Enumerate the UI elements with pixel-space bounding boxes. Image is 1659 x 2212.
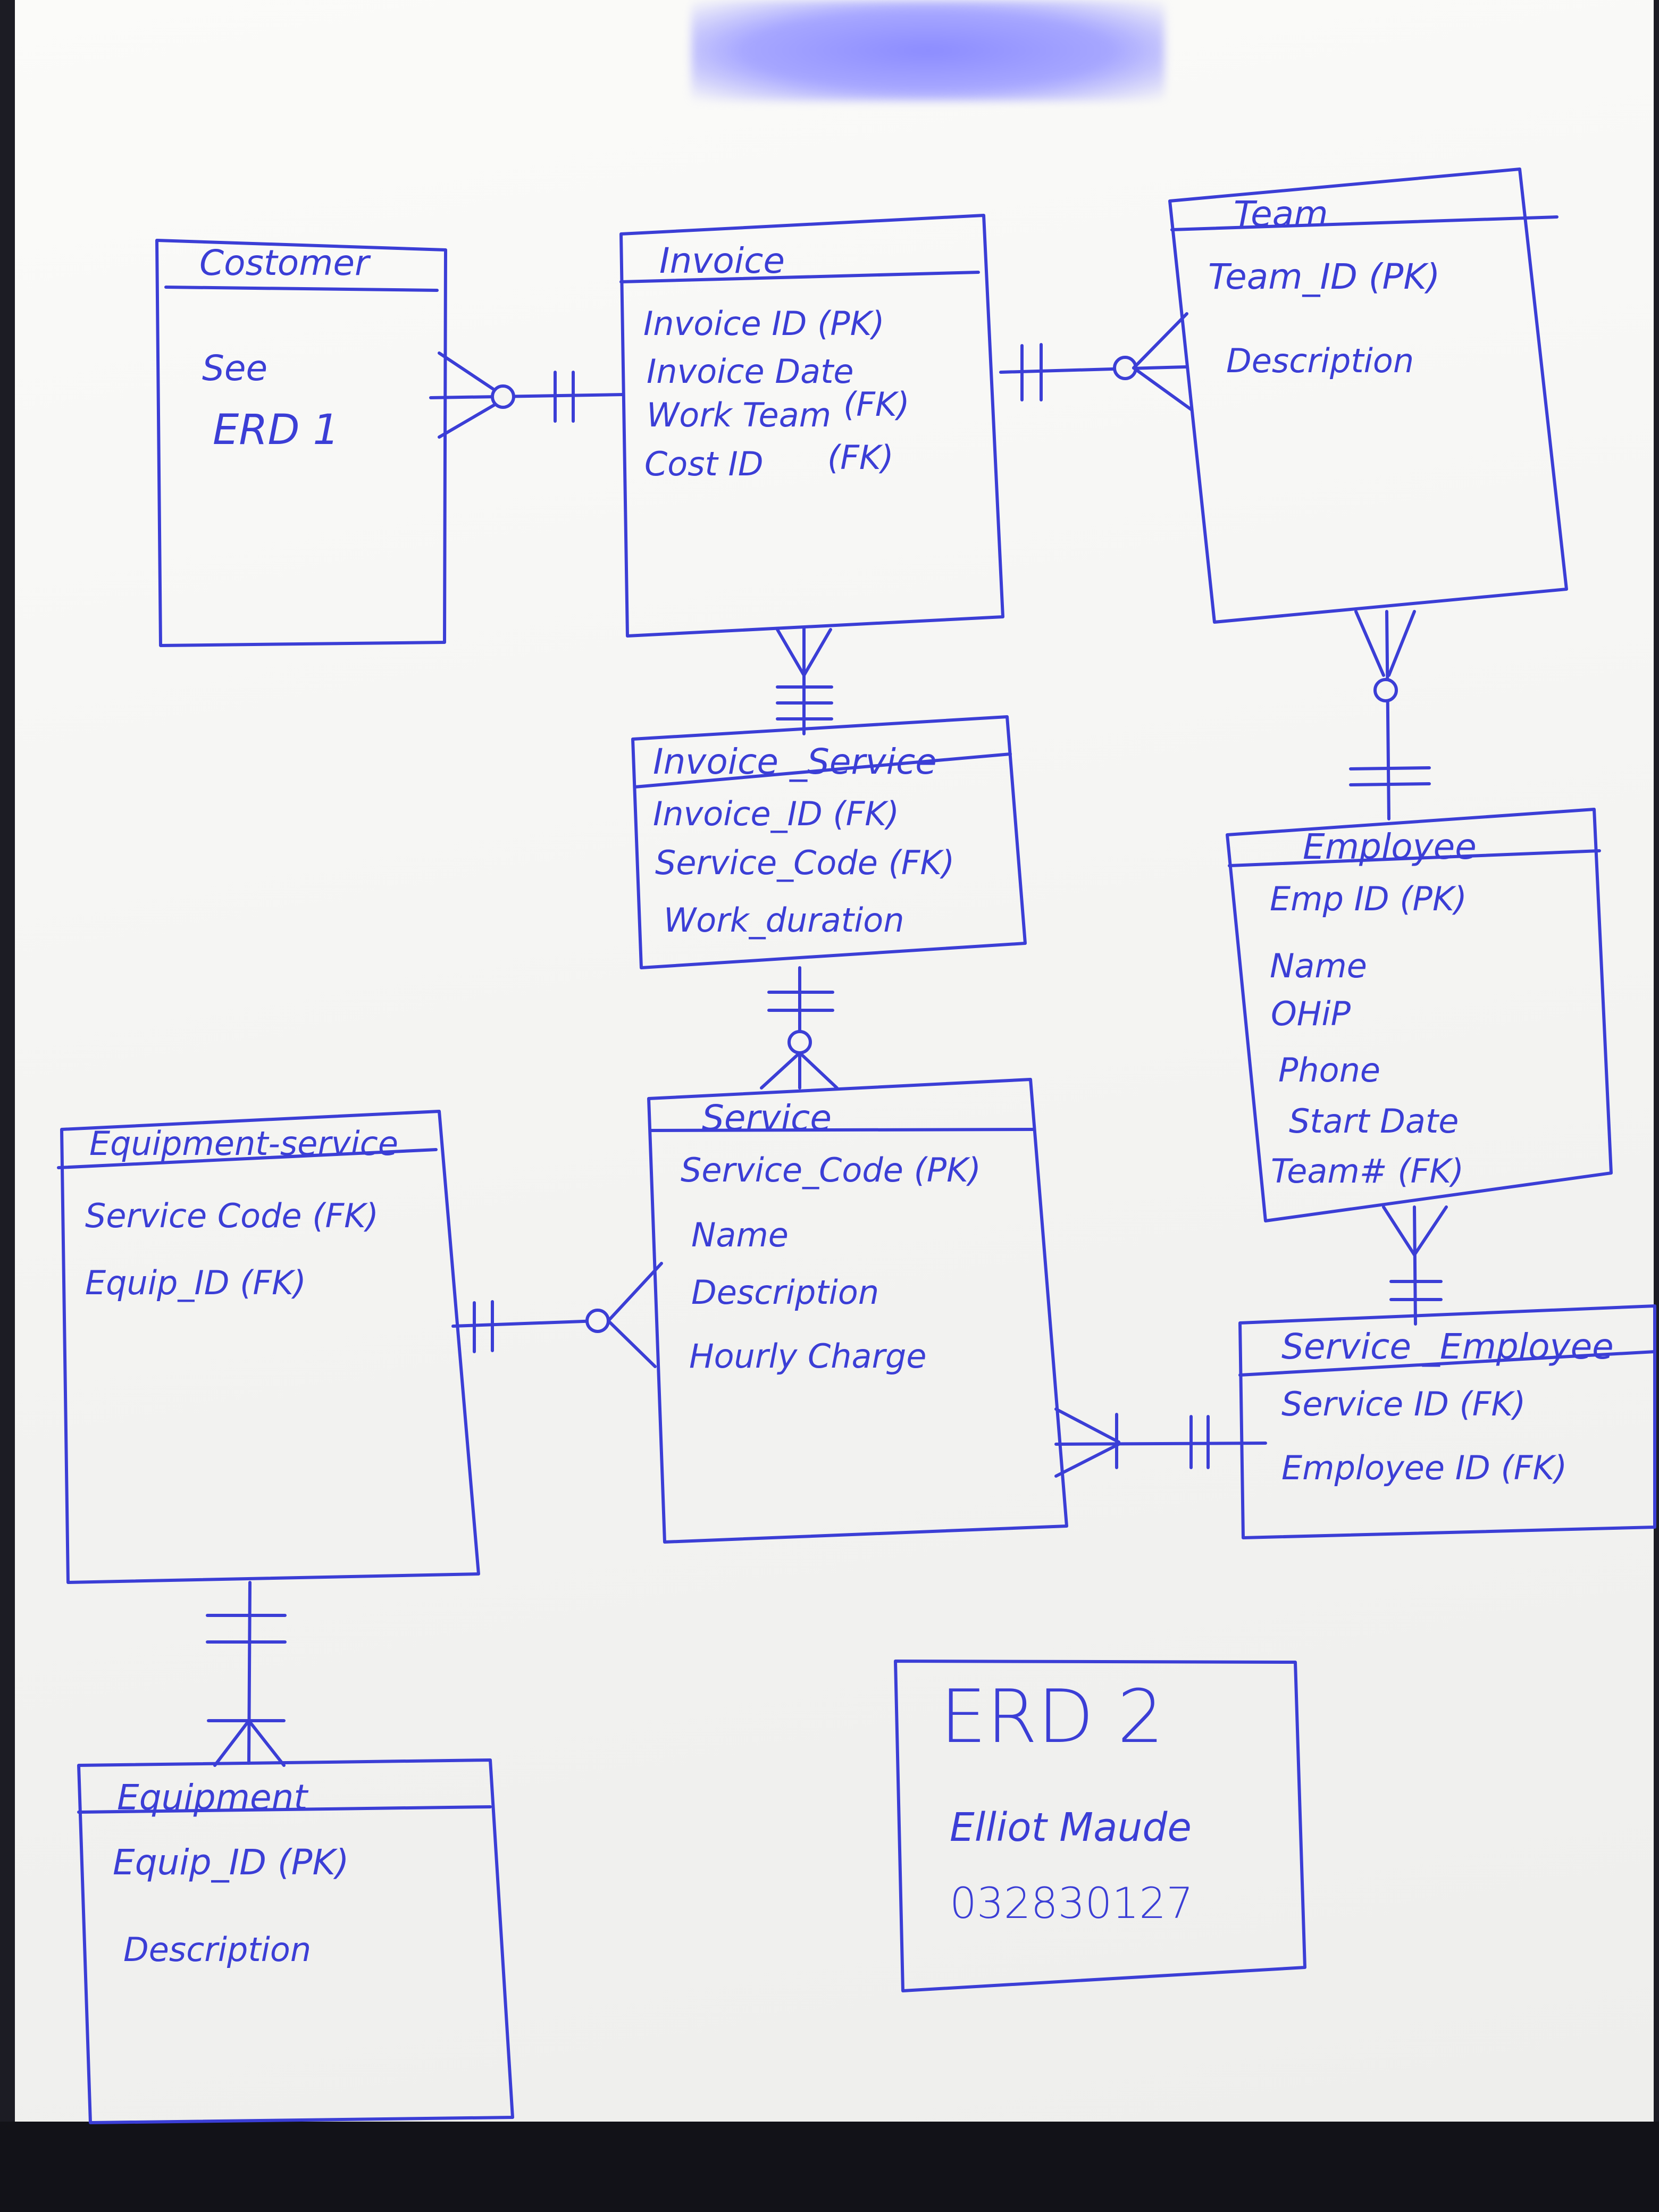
entity-box-invoice xyxy=(619,214,1004,638)
entity-title-customer: Costomer xyxy=(199,242,370,283)
attribute: (FK) xyxy=(843,385,910,424)
customer-note-see: See xyxy=(202,348,268,389)
attribute: Phone xyxy=(1278,1051,1381,1090)
attribute: Team_ID (PK) xyxy=(1208,256,1440,297)
entity-box-equipment xyxy=(77,1758,514,2124)
relationship-employee-service-employee xyxy=(1382,1205,1448,1326)
diagram-title: ERD 2 xyxy=(940,1674,1164,1759)
attribute: Emp ID (PK) xyxy=(1270,879,1467,918)
entity-box-team xyxy=(1168,167,1568,624)
attribute: OHiP xyxy=(1271,994,1351,1033)
attribute: Cost ID xyxy=(644,445,764,483)
author-name: Elliot Maude xyxy=(950,1805,1192,1850)
attribute: Service_Code (FK) xyxy=(655,843,955,882)
attribute: (FK) xyxy=(827,438,894,477)
attribute: Service ID (FK) xyxy=(1281,1385,1526,1423)
relationship-service-service-employee xyxy=(1054,1407,1267,1478)
relationship-invoice-invoice-service xyxy=(776,626,833,735)
attribute: Description xyxy=(123,1930,312,1969)
relationship-invoice-team xyxy=(999,312,1193,411)
attribute: Description xyxy=(1226,341,1414,380)
relationship-equipment-service-service xyxy=(451,1262,663,1368)
attribute: Team# (FK) xyxy=(1271,1152,1464,1191)
relationship-customer-invoice xyxy=(429,351,625,439)
attribute: Service Code (FK) xyxy=(85,1196,379,1235)
entity-box-customer xyxy=(155,239,447,647)
attribute: Work_duration xyxy=(664,901,904,940)
attribute: Name xyxy=(691,1216,789,1254)
attribute: Employee ID (FK) xyxy=(1281,1448,1568,1487)
attribute: Invoice ID (PK) xyxy=(643,304,885,343)
light-glare xyxy=(691,0,1164,101)
title-box xyxy=(894,1660,1306,1992)
author-id: 032830127 xyxy=(950,1879,1194,1928)
relationship-team-employee xyxy=(1349,610,1431,820)
entity-box-employee xyxy=(1226,808,1613,1222)
entity-box-service xyxy=(647,1078,1068,1544)
entity-title-invoice-service: Invoice _Service xyxy=(653,741,937,782)
entity-title-service: Service xyxy=(702,1097,832,1138)
attribute: Hourly Charge xyxy=(689,1337,927,1376)
attribute: Equip_ID (PK) xyxy=(113,1842,349,1883)
attribute: Start Date xyxy=(1289,1102,1459,1141)
customer-note-erd: ERD 1 xyxy=(213,406,339,454)
entity-title-employee: Employee xyxy=(1303,826,1477,867)
attribute: Name xyxy=(1270,946,1367,985)
paper-sheet xyxy=(15,0,1654,2143)
entity-title-invoice: Invoice xyxy=(659,240,785,281)
attribute: Description xyxy=(691,1273,879,1312)
table-surface xyxy=(0,2122,1659,2212)
attribute: Work Team xyxy=(647,396,832,434)
entity-title-equipment: Equipment xyxy=(117,1777,308,1818)
attribute: Service_Code (PK) xyxy=(681,1151,981,1189)
entity-box-service-employee xyxy=(1238,1304,1656,1539)
relationship-invoice-service-service xyxy=(760,966,839,1090)
entity-title-service-employee: Service _Employee xyxy=(1281,1326,1614,1367)
entity-title-team: Team xyxy=(1234,194,1328,234)
attribute: Invoice_ID (FK) xyxy=(653,794,900,833)
relationship-equipment-service-equipment xyxy=(206,1581,287,1767)
entity-box-invoice-service xyxy=(631,715,1027,969)
attribute: Equip_ID (FK) xyxy=(85,1263,306,1302)
entity-box-equipment-service xyxy=(57,1110,480,1584)
entity-title-equipment-service: Equipment-service xyxy=(89,1124,399,1163)
attribute: Invoice Date xyxy=(647,352,854,391)
